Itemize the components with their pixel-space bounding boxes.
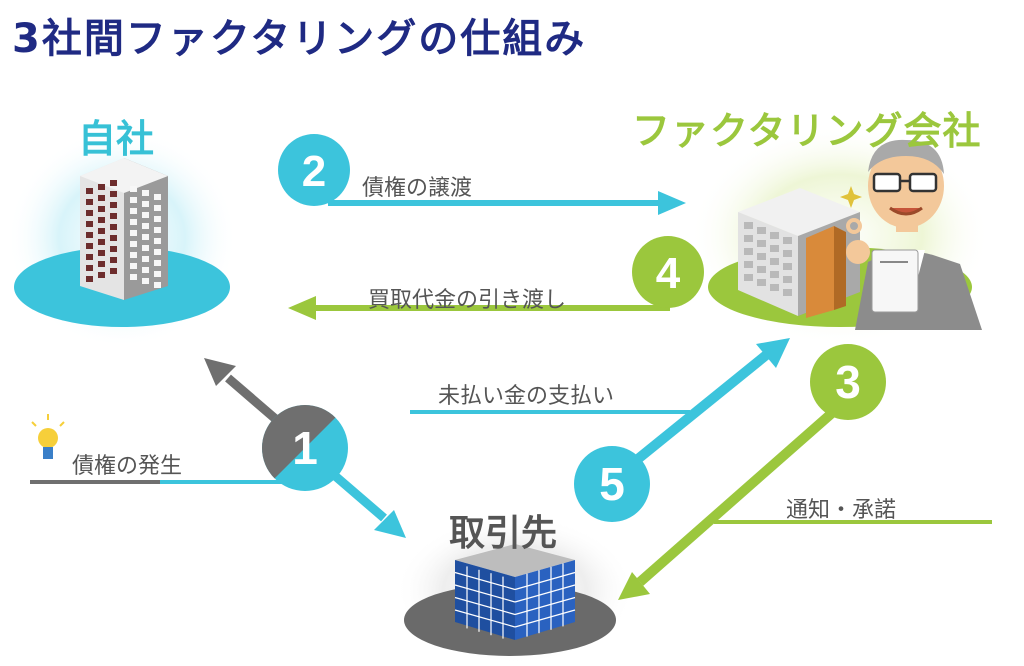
page-title: 3社間ファクタリングの仕組み xyxy=(12,16,587,62)
party-self-label: 自社 xyxy=(78,117,155,161)
office-building-icon xyxy=(80,158,168,300)
arrow-2 xyxy=(328,191,686,215)
step-2-label: 債権の譲渡 xyxy=(362,176,473,201)
step-5-number: 5 xyxy=(599,458,625,510)
step-4-circle xyxy=(632,236,704,308)
step-5-label: 未払い金の支払い xyxy=(438,384,615,409)
step-4-label: 買取代金の引き渡し xyxy=(368,288,567,313)
arrow-4 xyxy=(288,296,670,320)
step-3-circle xyxy=(810,344,886,420)
step-3-number: 3 xyxy=(835,356,861,408)
step-3-label: 通知・承諾 xyxy=(786,498,897,523)
step-1-number: 1 xyxy=(292,422,318,474)
lightbulb-icon xyxy=(31,414,65,459)
step-2-circle xyxy=(278,134,350,206)
step-5-circle xyxy=(574,446,650,522)
businessman-icon xyxy=(840,139,982,330)
party-client-label: 取引先 xyxy=(449,513,558,554)
arrow-3 xyxy=(618,402,844,600)
factoring-building-icon xyxy=(738,188,860,318)
step-2-number: 2 xyxy=(302,147,326,196)
step-1-label: 債権の発生 xyxy=(72,454,183,479)
step-1-circle xyxy=(262,405,348,491)
step-4-number: 4 xyxy=(656,249,681,298)
client-building-icon xyxy=(454,544,576,640)
party-factoring-label: ファクタリング会社 xyxy=(632,109,982,153)
